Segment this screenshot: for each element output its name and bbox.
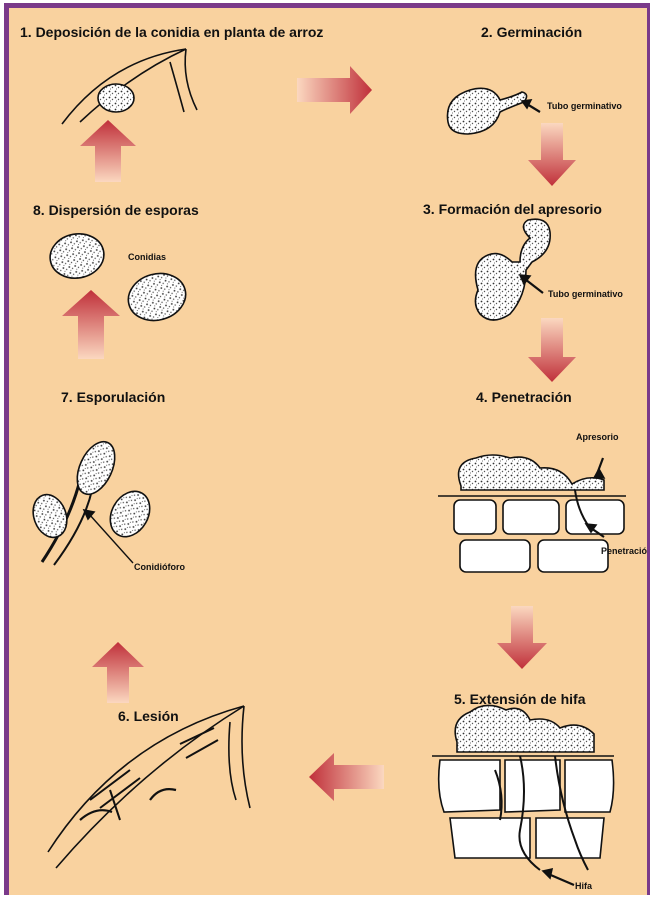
appressorium-formation <box>475 219 550 320</box>
stage-2-title: 2. Germinación <box>481 24 582 40</box>
hyphal-extension <box>432 705 614 885</box>
arrow-4-to-5 <box>497 606 547 669</box>
penetration-cells <box>438 455 626 572</box>
label-conidias: Conidias <box>128 252 166 262</box>
stage-4-title: 4. Penetración <box>476 389 572 405</box>
stage-1-title: 1. Deposición de la conidia en planta de… <box>20 24 323 40</box>
arrow-2-to-3 <box>528 123 576 186</box>
arrow-6-to-7 <box>92 642 144 703</box>
leaf-with-conidium <box>62 49 197 124</box>
label-apresorio: Apresorio <box>576 432 619 442</box>
sporulation <box>27 436 157 565</box>
arrow-1-to-2 <box>297 66 372 114</box>
stage-7-title: 7. Esporulación <box>61 389 165 405</box>
leaf-lesion <box>48 706 250 868</box>
arrow-8-to-1 <box>80 120 136 182</box>
label-hifa: Hifa <box>575 881 592 891</box>
arrow-5-to-6 <box>309 753 384 801</box>
stage-3-title: 3. Formación del apresorio <box>423 201 602 217</box>
label-conidioforo: Conidióforo <box>134 562 185 572</box>
stage-5-title: 5. Extensión de hifa <box>454 691 585 707</box>
label-tubo-germinativo-1: Tubo germinativo <box>547 101 622 111</box>
stage-6-title: 6. Lesión <box>118 708 179 724</box>
label-tubo-germinativo-2: Tubo germinativo <box>548 289 623 299</box>
arrow-3-to-4 <box>528 318 576 382</box>
germinating-conidium <box>447 88 540 134</box>
stage-8-title: 8. Dispersión de esporas <box>33 202 199 218</box>
arrow-7-to-8 <box>62 290 120 359</box>
label-penetracion: Penetració <box>601 546 647 556</box>
